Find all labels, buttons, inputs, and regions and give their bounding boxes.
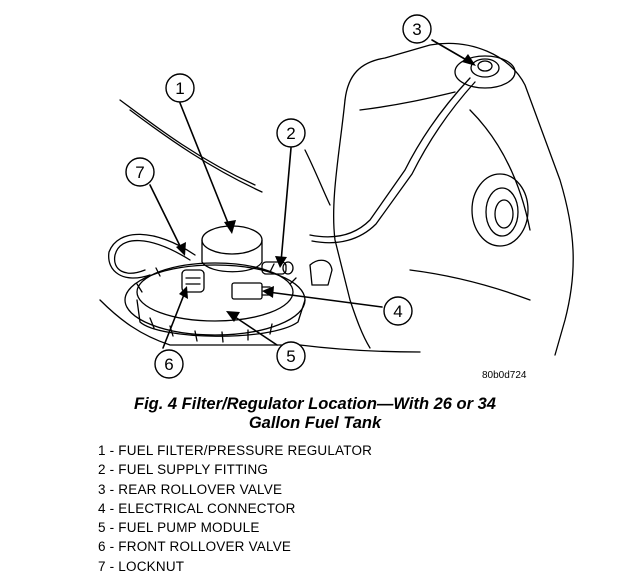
legend-item-rear-rollover-valve: 3 - REAR ROLLOVER VALVE <box>98 481 283 497</box>
fuel-pump-module-drawing <box>124 262 306 343</box>
leader-lines <box>149 39 471 349</box>
callout-4: 4 <box>383 296 413 326</box>
front-rollover-valve-drawing <box>181 269 205 293</box>
hose-left <box>113 239 191 274</box>
callout-1: 1 <box>165 73 195 103</box>
callout-2: 2 <box>276 118 306 148</box>
callout-5: 5 <box>276 341 306 371</box>
arrowheads <box>176 54 476 322</box>
vent-hose <box>309 77 471 238</box>
figure-caption-line-1: Fig. 4 Filter/Regulator Location—With 26… <box>134 395 496 413</box>
callout-3: 3 <box>402 14 432 44</box>
legend-item-fuel-filter: 1 - FUEL FILTER/PRESSURE REGULATOR <box>98 443 373 458</box>
svg-text:1: 1 <box>175 79 184 98</box>
legend-item-front-rollover-valve: 6 - FRONT ROLLOVER VALVE <box>98 539 292 555</box>
legend-item-fuel-supply-fitting: 2 - FUEL SUPPLY FITTING <box>98 462 269 478</box>
svg-text:2: 2 <box>286 124 295 143</box>
figure-code: 80b0d724 <box>482 370 527 381</box>
svg-text:5: 5 <box>286 347 295 366</box>
supply-fitting-drawing <box>261 259 333 286</box>
callout-6: 6 <box>154 349 184 379</box>
legend-item-locknut: 7 - LOCKNUT <box>98 558 185 574</box>
callout-7: 7 <box>125 157 155 187</box>
svg-text:3: 3 <box>412 20 421 39</box>
legend-item-fuel-pump-module: 5 - FUEL PUMP MODULE <box>98 520 260 536</box>
legend-item-electrical-connector: 4 - ELECTRICAL CONNECTOR <box>98 500 296 516</box>
fuel-tank-body <box>99 42 574 356</box>
fuel-tank-illustration: 1 2 3 4 5 6 7 <box>99 14 574 379</box>
svg-text:4: 4 <box>393 302 402 321</box>
svg-text:6: 6 <box>164 355 173 374</box>
figure-caption-line-2: Gallon Fuel Tank <box>248 414 382 432</box>
filler-neck <box>471 173 529 247</box>
svg-text:7: 7 <box>135 163 144 182</box>
parts-legend: 1 - FUEL FILTER/PRESSURE REGULATOR 2 - F… <box>98 441 372 576</box>
rear-rollover-valve <box>454 55 516 89</box>
